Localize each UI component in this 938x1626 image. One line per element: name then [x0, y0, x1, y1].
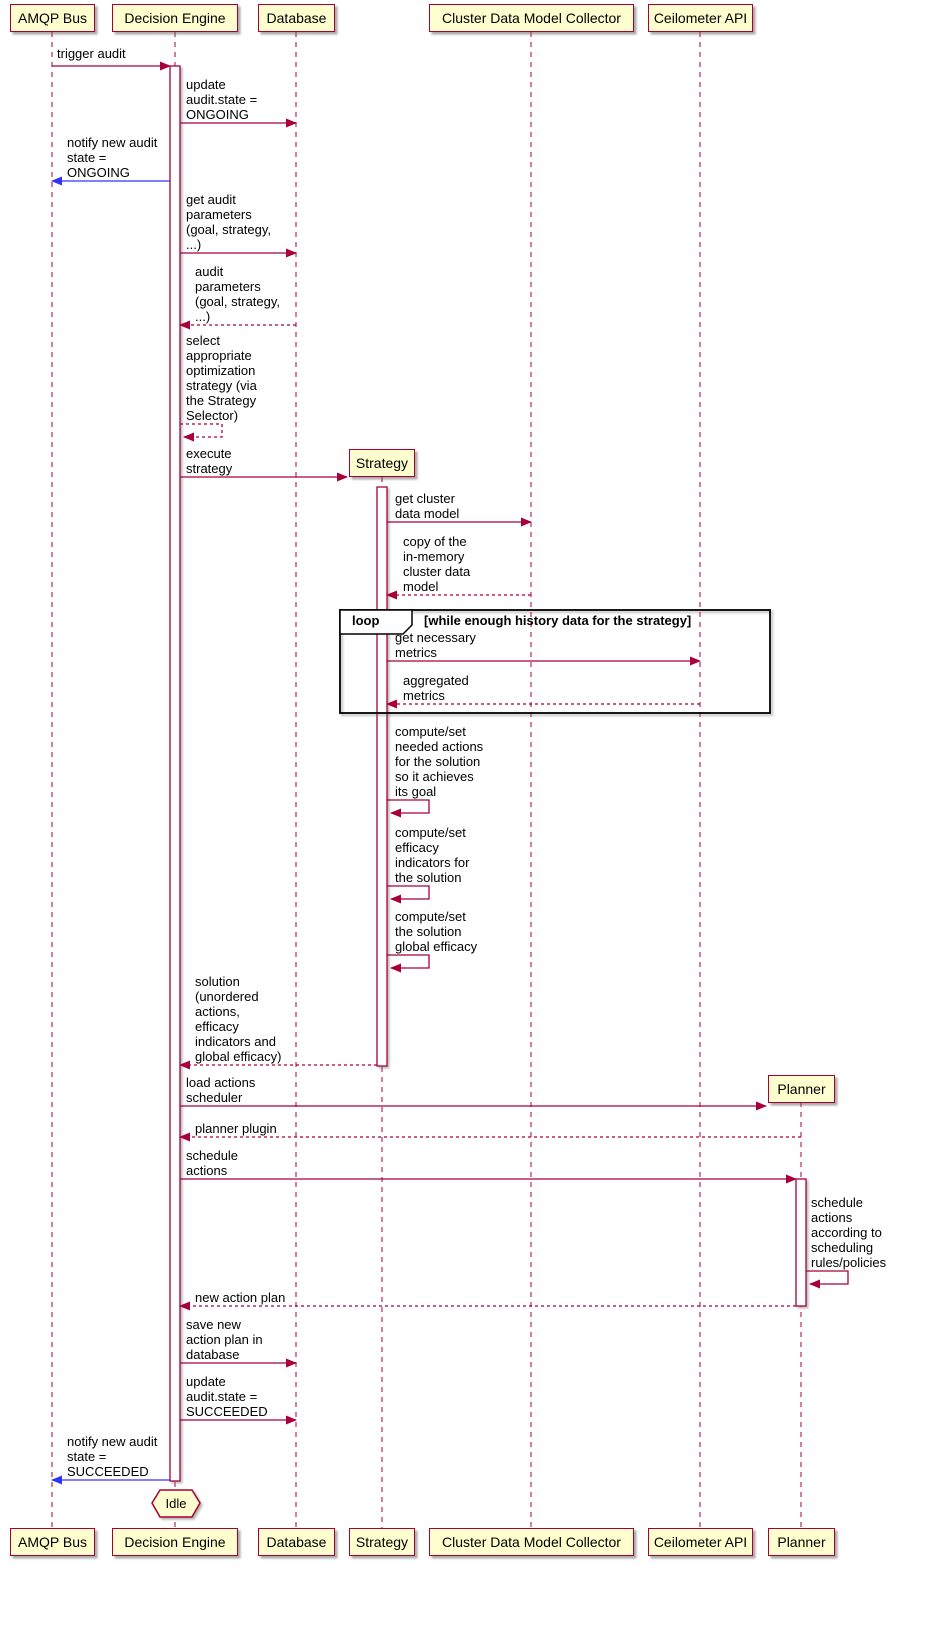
arrow-schedule-according-rules-self — [806, 1270, 849, 1289]
message-save-action-plan: save new action plan in database — [186, 1317, 263, 1362]
message-notify-state-ongoing: notify new audit state = ONGOING — [67, 135, 158, 180]
participant-planner-created: Planner — [768, 1075, 835, 1103]
message-new-action-plan-return: new action plan — [195, 1290, 286, 1305]
message-aggregated-metrics-return: aggregated metrics — [403, 673, 469, 703]
message-get-audit-parameters: get audit parameters (goal, strategy, ..… — [186, 192, 272, 252]
loop-frame-tab — [339, 609, 413, 635]
participant-ceilometer-api-bottom: Ceilometer API — [648, 1528, 753, 1556]
message-compute-efficacy-indicators: compute/set efficacy indicators for the … — [395, 825, 470, 885]
message-schedule-according-rules: schedule actions according to scheduling… — [811, 1195, 887, 1270]
message-select-strategy: select appropriate optimization strategy… — [186, 333, 257, 423]
participant-database-bottom: Database — [258, 1528, 335, 1556]
participant-strategy-bottom: Strategy — [349, 1528, 415, 1556]
activation-bars — [169, 65, 807, 1482]
lifelines — [51, 32, 802, 1528]
message-get-necessary-metrics: get necessary metrics — [395, 630, 476, 660]
message-update-state-ongoing: update audit.state = ONGOING — [186, 77, 258, 122]
loop-frame-border — [339, 609, 771, 714]
participant-cluster-data-model-collector-bottom: Cluster Data Model Collector — [429, 1528, 634, 1556]
participant-strategy-created: Strategy — [349, 449, 415, 477]
message-compute-needed-actions: compute/set needed actions for the solut… — [395, 724, 484, 799]
message-get-cluster-data-model: get cluster data model — [395, 491, 460, 521]
participant-planner-bottom: Planner — [768, 1528, 835, 1556]
activation-strategy — [376, 486, 388, 1067]
participant-ceilometer-api-top: Ceilometer API — [648, 4, 753, 32]
participant-amqp-bus-top: AMQP Bus — [10, 4, 95, 32]
idle-state-label: Idle — [165, 1496, 187, 1511]
participant-decision-engine-top: Decision Engine — [112, 4, 238, 32]
message-execute-strategy: execute strategy — [186, 446, 233, 476]
loop-frame-condition: [while enough history data for the strat… — [424, 613, 692, 628]
message-compute-global-efficacy: compute/set the solution global efficacy — [395, 909, 478, 954]
participant-decision-engine-bottom: Decision Engine — [112, 1528, 238, 1556]
message-trigger-audit: trigger audit — [57, 46, 126, 61]
loop-frame — [339, 609, 771, 714]
arrow-compute-efficacy-indicators-self — [387, 885, 430, 904]
message-arrows — [51, 61, 849, 1485]
activation-decision-engine — [169, 65, 181, 1482]
participant-amqp-bus-bottom: AMQP Bus — [10, 1528, 95, 1556]
message-audit-parameters-return: audit parameters (goal, strategy, ...) — [195, 264, 281, 324]
idle-state-hexagon — [151, 1489, 201, 1518]
activation-planner — [795, 1178, 807, 1307]
message-schedule-actions: schedule actions — [186, 1148, 239, 1178]
arrow-compute-needed-actions-self — [387, 799, 430, 818]
message-update-state-succeeded: update audit.state = SUCCEEDED — [186, 1374, 268, 1419]
participant-cluster-data-model-collector-top: Cluster Data Model Collector — [429, 4, 634, 32]
message-solution-return: solution (unordered actions, efficacy in… — [195, 974, 282, 1064]
message-planner-plugin-return: planner plugin — [195, 1121, 277, 1136]
message-load-actions-scheduler: load actions scheduler — [186, 1075, 256, 1105]
participant-database-top: Database — [258, 4, 335, 32]
arrow-select-strategy-self — [180, 423, 223, 442]
message-cluster-data-model-return: copy of the in-memory cluster data model — [403, 534, 471, 594]
arrow-compute-global-efficacy-self — [387, 954, 430, 973]
message-notify-state-succeeded: notify new audit state = SUCCEEDED — [67, 1434, 158, 1479]
loop-frame-keyword: loop — [352, 613, 380, 628]
